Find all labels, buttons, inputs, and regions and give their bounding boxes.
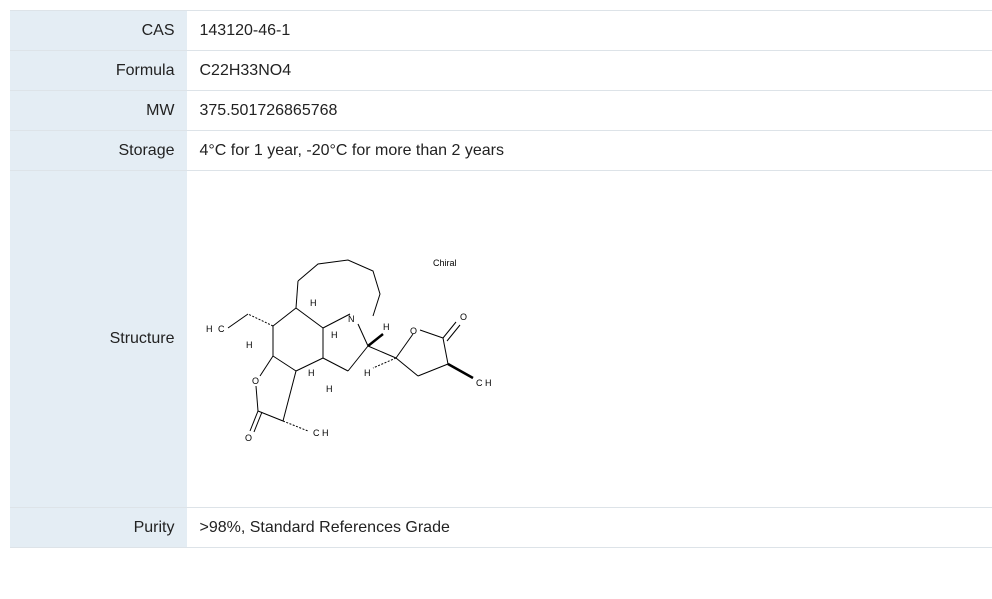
chiral-label: Chiral	[433, 258, 457, 268]
atom-o-carbonyl: O	[245, 433, 252, 443]
atom-o-lactone: O	[252, 376, 259, 386]
atom-h-ethyl: H	[206, 324, 213, 334]
structure-image: Chiral N O O O O H C C H C H H H H H H	[188, 171, 992, 507]
cas-value: 143120-46-1	[186, 10, 992, 51]
atom-h-7: H	[364, 368, 371, 378]
atom-h-6: H	[383, 322, 390, 332]
atom-h-methyl-right: H	[485, 378, 492, 388]
cas-label: CAS	[10, 10, 187, 51]
row-purity: Purity >98%, Standard References Grade	[10, 507, 992, 548]
atom-c-methyl-right: C	[476, 378, 483, 388]
atom-o-carbonyl-right: O	[460, 312, 467, 322]
atom-h-methyl-lower: H	[322, 428, 329, 438]
purity-value: >98%, Standard References Grade	[186, 507, 992, 548]
row-mw: MW 375.501726865768	[10, 90, 992, 131]
atom-h-3: H	[331, 330, 338, 340]
mw-label: MW	[10, 90, 187, 131]
storage-label: Storage	[10, 130, 187, 171]
product-spec-table: CAS 143120-46-1 Formula C22H33NO4 MW 375…	[10, 10, 992, 548]
row-formula: Formula C22H33NO4	[10, 50, 992, 91]
row-storage: Storage 4°C for 1 year, -20°C for more t…	[10, 130, 992, 171]
atom-h-4: H	[308, 368, 315, 378]
chemical-structure-diagram: Chiral N O O O O H C C H C H H H H H H	[206, 258, 492, 443]
formula-label: Formula	[10, 50, 187, 91]
atom-c-ethyl: C	[218, 324, 225, 334]
row-structure: Structure	[10, 170, 992, 508]
structure-cell: Chiral N O O O O H C C H C H H H H H H	[186, 170, 992, 508]
mw-value: 375.501726865768	[186, 90, 992, 131]
atom-n: N	[348, 314, 355, 324]
atom-h-1: H	[310, 298, 317, 308]
atom-c-methyl-lower: C	[313, 428, 320, 438]
storage-value: 4°C for 1 year, -20°C for more than 2 ye…	[186, 130, 992, 171]
atom-o-ring: O	[410, 326, 417, 336]
formula-value: C22H33NO4	[186, 50, 992, 91]
structure-label: Structure	[10, 170, 187, 508]
purity-label: Purity	[10, 507, 187, 548]
atom-h-5: H	[326, 384, 333, 394]
row-cas: CAS 143120-46-1	[10, 10, 992, 51]
atom-h-2: H	[246, 340, 253, 350]
